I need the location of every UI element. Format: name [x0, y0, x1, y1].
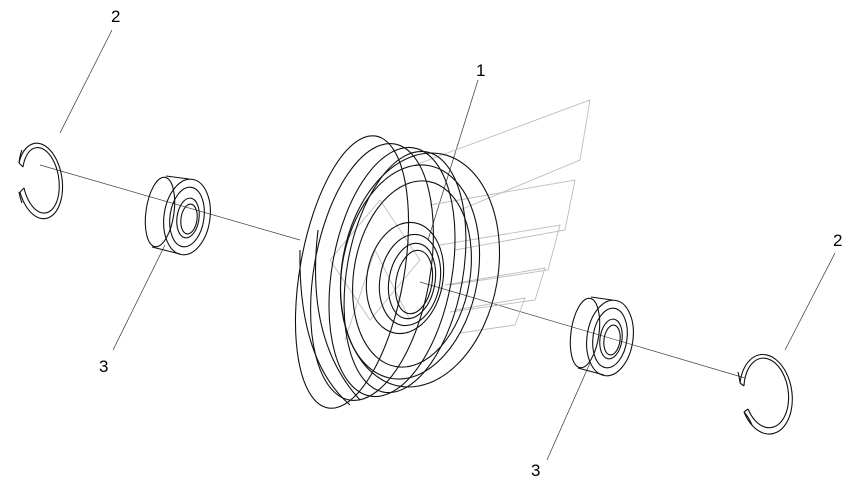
- circlip-right: [737, 353, 793, 435]
- pulley: [294, 99, 591, 409]
- bearing-right: [569, 296, 634, 377]
- circlip-left: [18, 142, 64, 220]
- callout-label-3-left: 3: [99, 357, 109, 376]
- callout-label-3-bottom: 3: [531, 461, 541, 480]
- leader-line-1: [427, 79, 479, 241]
- assembly-axis-left: [39, 164, 301, 241]
- callout-label-1: 1: [476, 61, 486, 80]
- watermark-graphic: [329, 99, 591, 341]
- assembly-axis-right: [419, 281, 746, 379]
- leader-line-2-right: [784, 252, 836, 351]
- callout-label-2-right: 2: [833, 231, 843, 250]
- callout-label-2-top: 2: [111, 7, 121, 26]
- leader-line-3-left: [112, 244, 166, 351]
- leader-line-3-bottom: [546, 362, 591, 461]
- bearing-left: [144, 175, 211, 256]
- leader-line-2-top: [59, 29, 113, 134]
